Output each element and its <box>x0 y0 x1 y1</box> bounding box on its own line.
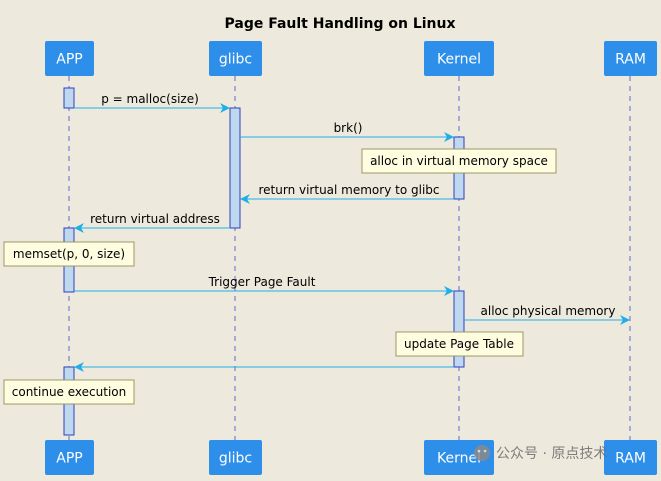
message-label-alloc-physical: alloc physical memory <box>481 304 616 318</box>
note-memset: memset(p, 0, size) <box>13 247 125 261</box>
participant-glibc-top-label: glibc <box>219 52 252 68</box>
participant-app-bottom-label: APP <box>56 451 82 467</box>
message-label-malloc: p = malloc(size) <box>101 92 199 106</box>
note-box-virtual-alloc <box>361 148 557 174</box>
participant-ram-top-label: RAM <box>615 52 646 68</box>
participant-kernel-top <box>424 41 494 76</box>
note-box-memset <box>3 241 135 267</box>
note-box-continue-execution <box>3 379 135 405</box>
participant-kernel-top-label: Kernel <box>437 52 481 68</box>
participant-glibc-bottom <box>209 440 262 475</box>
participant-ram-top <box>604 41 657 76</box>
wechat-icon <box>474 445 490 461</box>
participant-glibc-bottom-label: glibc <box>219 451 252 467</box>
participant-kernel-bottom-label: Kernel <box>437 451 481 467</box>
activation-kernel-2 <box>453 290 465 368</box>
participant-glibc-top <box>209 41 262 76</box>
message-label-return-virtual-address: return virtual address <box>90 212 220 226</box>
participant-ram-bottom-label: RAM <box>615 451 646 467</box>
diagram-title: Page Fault Handling on Linux <box>225 16 456 32</box>
activation-glibc-1 <box>229 107 241 229</box>
message-label-return-virtual-memory: return virtual memory to glibc <box>258 183 439 197</box>
participant-ram-bottom <box>604 440 657 475</box>
note-update-page-table: update Page Table <box>404 337 514 351</box>
note-continue-execution: continue execution <box>12 385 126 399</box>
note-virtual-alloc: alloc in virtual memory space <box>370 154 548 168</box>
participant-app-top-label: APP <box>56 52 82 68</box>
message-label-brk: brk() <box>334 121 363 135</box>
participant-app-bottom <box>45 440 94 475</box>
activation-app-1 <box>63 87 75 109</box>
note-box-update-page-table <box>395 331 524 357</box>
watermark: 公众号 · 原点技术 <box>474 445 607 462</box>
watermark-text: 公众号 · 原点技术 <box>496 446 607 462</box>
participant-app-top <box>45 41 94 76</box>
message-label-trigger-page-fault: Trigger Page Fault <box>208 275 316 289</box>
